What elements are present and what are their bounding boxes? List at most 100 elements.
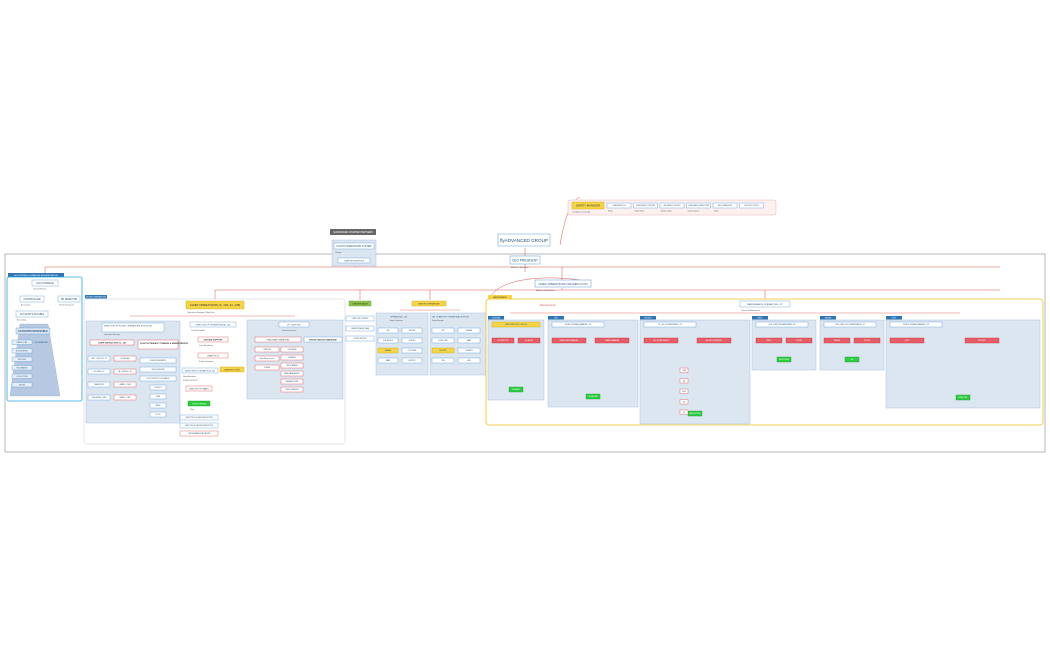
maintenance-title-box[interactable] bbox=[739, 300, 791, 308]
pilot-6-box[interactable] bbox=[87, 394, 111, 401]
col2-bottom-0-box[interactable] bbox=[179, 414, 219, 421]
charter-title-box[interactable] bbox=[333, 242, 375, 250]
airport-b1-3-box[interactable] bbox=[401, 337, 423, 344]
catering-box[interactable] bbox=[219, 366, 245, 373]
chief-ground-box[interactable] bbox=[197, 352, 229, 359]
airport-b1-5-box[interactable] bbox=[401, 347, 423, 354]
finance-list-2-box[interactable] bbox=[11, 356, 33, 362]
dept-3-green-box[interactable] bbox=[776, 356, 792, 363]
dept-3-red2-box[interactable] bbox=[785, 337, 813, 344]
receivable-box[interactable] bbox=[15, 327, 51, 335]
dept-2-red2-box[interactable] bbox=[696, 337, 732, 344]
dept-5-red-box[interactable] bbox=[889, 337, 925, 344]
payable-box[interactable] bbox=[15, 310, 49, 318]
col2-bottom-1-box[interactable] bbox=[179, 422, 219, 429]
ceo-box[interactable] bbox=[509, 255, 541, 265]
airport-ops-tag-box[interactable] bbox=[411, 300, 447, 307]
support-right-4-box[interactable] bbox=[280, 378, 304, 385]
dept-0-green-box[interactable] bbox=[508, 386, 524, 393]
flight-attendant-box[interactable] bbox=[137, 339, 179, 350]
chief-pilot-box[interactable] bbox=[89, 339, 135, 346]
pilot-3-box[interactable] bbox=[113, 368, 137, 375]
airport-b2-2-box[interactable] bbox=[431, 337, 455, 344]
safety-item-0-box[interactable] bbox=[606, 202, 632, 209]
controller-box[interactable] bbox=[19, 295, 45, 303]
finance-list-1-box[interactable] bbox=[11, 348, 33, 354]
airport-b2-0-box[interactable] bbox=[431, 327, 455, 334]
safety-item-5-box[interactable] bbox=[739, 202, 764, 209]
dept-3-red-box[interactable] bbox=[755, 337, 783, 344]
hr-box[interactable] bbox=[57, 295, 81, 303]
dept-4-red-box[interactable] bbox=[823, 337, 851, 344]
flight-crews-box[interactable] bbox=[187, 400, 211, 407]
dispatch-5-box[interactable] bbox=[149, 402, 167, 409]
dispatch-6-box[interactable] bbox=[149, 411, 167, 418]
dept-0-title-box[interactable] bbox=[491, 321, 541, 328]
finance-list-4-box[interactable] bbox=[11, 373, 33, 379]
support-left-0-box[interactable] bbox=[254, 346, 280, 353]
dispatch-1-box[interactable] bbox=[139, 366, 177, 373]
support-right-1-box[interactable] bbox=[280, 354, 304, 361]
dispatch-3-box[interactable] bbox=[149, 384, 167, 391]
finance-list-3-box[interactable] bbox=[11, 365, 33, 371]
airport-b2-6-box[interactable] bbox=[431, 357, 455, 364]
director-ops-box[interactable] bbox=[189, 321, 237, 328]
sales-0-box[interactable] bbox=[345, 315, 375, 322]
support-left-1-box[interactable] bbox=[254, 355, 280, 362]
safety-item-1-box[interactable] bbox=[633, 202, 658, 209]
charter-item-box[interactable] bbox=[337, 257, 371, 264]
pilot-4-box[interactable] bbox=[87, 381, 111, 388]
maint-small-2-box[interactable] bbox=[679, 388, 689, 394]
safety-item-2-box[interactable] bbox=[659, 202, 685, 209]
dept-4-title-box[interactable] bbox=[823, 321, 877, 328]
ground-box[interactable] bbox=[197, 336, 229, 343]
sales-2-box[interactable] bbox=[345, 335, 375, 342]
ghm-box[interactable] bbox=[303, 336, 343, 343]
charter-sales-tag-box[interactable] bbox=[348, 300, 372, 307]
safety-manager-box[interactable] bbox=[571, 201, 605, 210]
finance-list-0-box[interactable] bbox=[11, 339, 33, 345]
airport-b1-1-box[interactable] bbox=[401, 327, 423, 334]
dept-3-title-box[interactable] bbox=[755, 321, 809, 328]
dept-1-green-box[interactable] bbox=[585, 393, 601, 400]
maint-small-1-box[interactable] bbox=[679, 378, 689, 384]
dispatch-0-box[interactable] bbox=[139, 357, 177, 364]
dept-0-red-box[interactable] bbox=[491, 337, 515, 344]
support-right-2-box[interactable] bbox=[280, 362, 304, 369]
sales-1-box[interactable] bbox=[345, 325, 375, 332]
pilot-0-box[interactable] bbox=[87, 355, 111, 362]
safety-item-4-box[interactable] bbox=[712, 202, 738, 209]
pilot-1-box[interactable] bbox=[113, 355, 137, 362]
dept-1-red-box[interactable] bbox=[551, 337, 587, 344]
maint-small-4-box[interactable] bbox=[679, 409, 689, 415]
support-right-3-box[interactable] bbox=[280, 370, 304, 377]
finance-list-5-box[interactable] bbox=[11, 382, 33, 388]
airport-b2-7-box[interactable] bbox=[457, 357, 481, 364]
flight-ops-title-box[interactable] bbox=[185, 300, 245, 310]
airport-b1-2-box[interactable] bbox=[377, 337, 399, 344]
cabin-box[interactable] bbox=[181, 367, 219, 374]
support-right-5-box[interactable] bbox=[280, 386, 304, 393]
dept-2-title-box[interactable] bbox=[643, 321, 697, 328]
airport-b1-6-box[interactable] bbox=[377, 357, 399, 364]
logo-box[interactable] bbox=[497, 233, 551, 247]
dept-2-red-box[interactable] bbox=[643, 337, 679, 344]
director-box[interactable] bbox=[101, 322, 165, 333]
maint-small-3-box[interactable] bbox=[679, 399, 689, 405]
dept-5-red2-box[interactable] bbox=[964, 337, 1000, 344]
airport-b2-5-box[interactable] bbox=[457, 347, 481, 354]
support-title-box[interactable] bbox=[278, 321, 310, 328]
airport-b2-3-box[interactable] bbox=[457, 337, 481, 344]
dept-4-green-box[interactable] bbox=[844, 356, 860, 363]
coo-box[interactable] bbox=[534, 279, 592, 288]
safety-item-3-box[interactable] bbox=[686, 202, 711, 209]
dept-1-title-box[interactable] bbox=[551, 321, 605, 328]
dispatch-2-box[interactable] bbox=[139, 375, 177, 382]
airport-b1-0-box[interactable] bbox=[377, 327, 399, 334]
pilot-5-box[interactable] bbox=[113, 381, 137, 388]
cfo-box[interactable] bbox=[31, 279, 59, 287]
support-left-2-box[interactable] bbox=[254, 364, 280, 371]
dept-5-title-box[interactable] bbox=[889, 321, 943, 328]
airport-b1-7-box[interactable] bbox=[401, 357, 423, 364]
dept-5-green-box[interactable] bbox=[955, 394, 971, 401]
